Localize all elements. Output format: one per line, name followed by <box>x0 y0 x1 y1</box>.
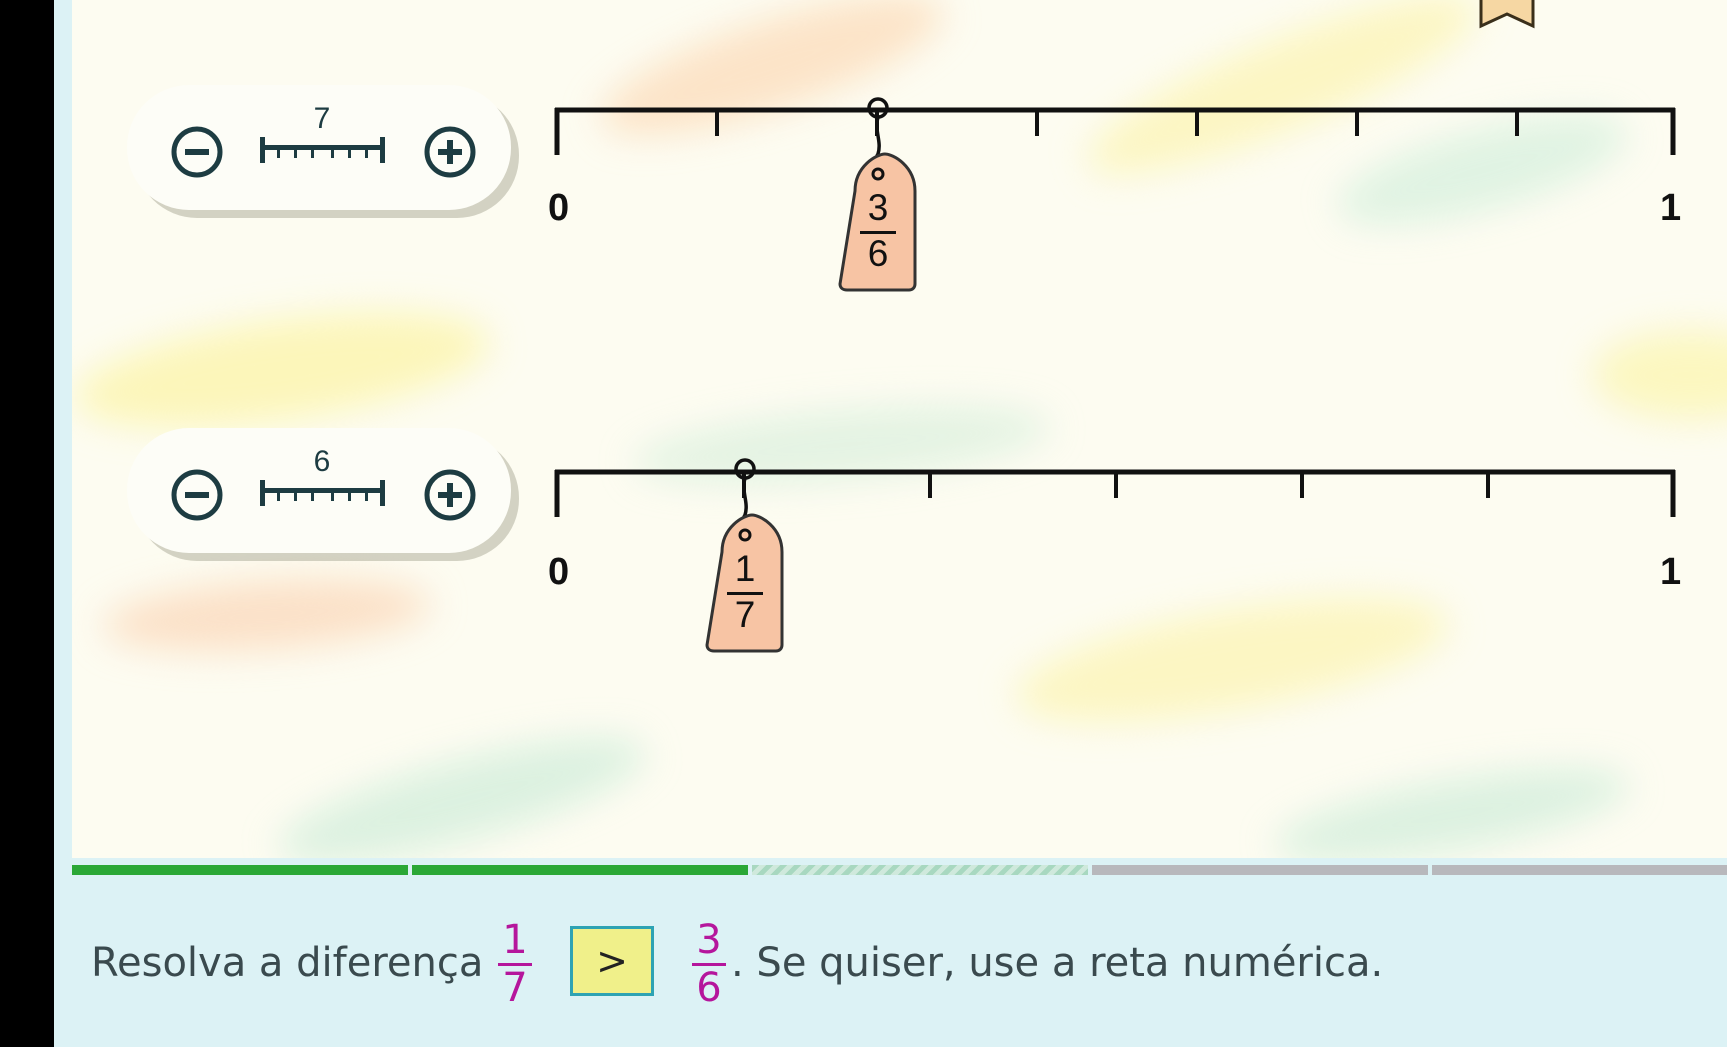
progress-segment-5 <box>1432 865 1727 875</box>
fraction-numerator: 1 <box>502 917 528 963</box>
prompt-bar <box>54 858 1727 1047</box>
progress-segment-1 <box>72 865 408 875</box>
number-line-axis <box>554 107 1676 155</box>
subdivision-control-2: 6 <box>127 428 511 553</box>
axis-end-label: 1 <box>1660 187 1682 229</box>
axis-start-label: 0 <box>548 187 570 229</box>
fraction-bar <box>692 963 726 966</box>
plus-circle-icon[interactable] <box>422 467 478 523</box>
tag-denominator: 6 <box>867 233 889 274</box>
background-blob <box>1006 572 1458 748</box>
subdivision-count: 7 <box>313 102 331 135</box>
left-black-bar <box>0 0 54 1047</box>
number-line-1: 0 1 <box>548 100 1684 228</box>
bookmark-icon[interactable] <box>1478 0 1536 32</box>
tag-fraction-bar <box>860 231 896 234</box>
tag-numerator: 3 <box>867 187 889 228</box>
background-blob <box>72 291 497 449</box>
comparison-answer-box[interactable]: > <box>570 926 654 996</box>
minus-circle-icon[interactable] <box>169 467 225 523</box>
minus-circle-icon[interactable] <box>169 124 225 180</box>
fraction-bar <box>498 963 532 966</box>
tag-denominator: 7 <box>734 594 756 635</box>
fraction-tag-1[interactable]: 3 6 <box>830 96 926 326</box>
fraction-denominator: 7 <box>502 965 528 1011</box>
prompt-text-before: Resolva a diferença <box>91 940 484 986</box>
ruler-icon <box>260 137 385 163</box>
fraction-tag-2[interactable]: 1 7 <box>697 457 793 687</box>
background-blob <box>268 712 656 858</box>
subdivision-count: 6 <box>313 445 331 478</box>
background-blob <box>1268 749 1636 858</box>
tag-numerator: 1 <box>734 548 756 589</box>
axis-end-label: 1 <box>1660 551 1682 593</box>
fraction-denominator: 6 <box>696 965 722 1011</box>
subdivision-control-1: 7 <box>127 85 511 210</box>
background-blob <box>1592 330 1727 420</box>
tag-ring-icon <box>705 458 784 653</box>
progress-segment-2 <box>412 865 748 875</box>
progress-segment-4 <box>1092 865 1428 875</box>
fraction-numerator: 3 <box>696 917 722 963</box>
plus-circle-icon[interactable] <box>422 124 478 180</box>
axis-start-label: 0 <box>548 551 570 593</box>
ruler-icon <box>260 480 385 506</box>
tag-ring-icon <box>838 97 917 292</box>
left-edge-strip <box>54 0 72 1047</box>
background-blob <box>99 568 435 662</box>
prompt-text-after: . Se quiser, use a reta numérica. <box>731 940 1384 986</box>
tag-fraction-bar <box>727 592 763 595</box>
progress-segment-3 <box>752 865 1088 875</box>
